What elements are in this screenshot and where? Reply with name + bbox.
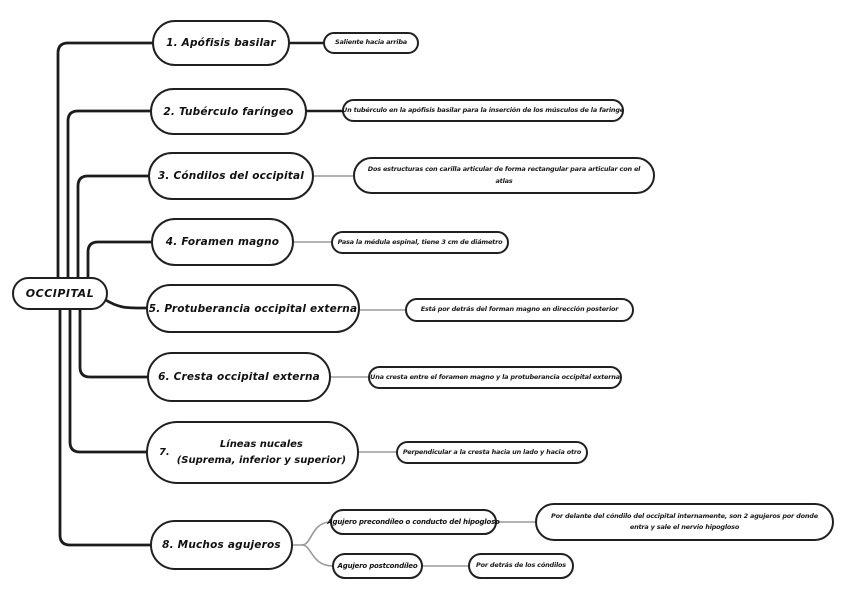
node-agujero-precondileo: Agujero precondíleo o conducto del hipog… bbox=[327, 509, 500, 535]
detail-agujero-precondileo: Por delante del cóndilo del occipital in… bbox=[535, 503, 834, 541]
connector-root-branch-3 bbox=[76, 174, 152, 294]
node-label: 4. Foramen magno bbox=[165, 236, 280, 248]
detail-cresta-occipital-externa: Una cresta entre el foramen magno y la p… bbox=[368, 366, 622, 389]
detail-text: Dos estructuras con carilla articular de… bbox=[367, 165, 641, 185]
detail-agujero-postcondileo: Por detrás de los cóndilos bbox=[468, 553, 574, 579]
detail-text: Saliente hacia arriba bbox=[335, 38, 407, 47]
node-label: 2. Tubérculo faríngeo bbox=[163, 105, 294, 118]
detail-foramen-magno: Pasa la médula espinal, tiene 3 cm de di… bbox=[331, 231, 509, 254]
node-title: Líneas nucales bbox=[219, 439, 303, 450]
connector-root-branch-2 bbox=[66, 109, 154, 294]
detail-text: Por detrás de los cóndilos bbox=[476, 561, 566, 570]
node-condilos-occipital: 3. Cóndilos del occipital bbox=[148, 152, 314, 200]
node-agujero-postcondileo: Agujero postcondíleo bbox=[332, 553, 423, 579]
node-apofisis-basilar: 1. Apófisis basilar bbox=[152, 20, 290, 66]
detail-text: Está por detrás del forman magno en dire… bbox=[420, 305, 619, 314]
node-protuberancia-occipital-externa: 5. Protuberancia occipital externa bbox=[146, 284, 360, 333]
node-label: 6. Cresta occipital externa bbox=[158, 371, 320, 383]
connector-root-branch-7 bbox=[68, 294, 150, 454]
connector-root-branch-8 bbox=[58, 294, 154, 547]
node-subtitle: (Suprema, inferior y superior) bbox=[176, 454, 347, 466]
detail-condilos-occipital: Dos estructuras con carilla articular de… bbox=[353, 157, 655, 194]
connector-branch8-child2 bbox=[301, 544, 334, 567]
connector-root-branch-1 bbox=[56, 41, 156, 294]
node-label: 8. Muchos agujeros bbox=[162, 539, 281, 551]
connector-root-branch-6 bbox=[78, 294, 151, 379]
detail-lineas-nucales: Perpendicular a la cresta hacia un lado … bbox=[396, 441, 588, 464]
node-label: 3. Cóndilos del occipital bbox=[157, 170, 305, 182]
node-muchos-agujeros: 8. Muchos agujeros bbox=[150, 520, 293, 570]
connector-branch8-child1 bbox=[301, 521, 332, 546]
node-label: Agujero postcondíleo bbox=[337, 562, 418, 570]
detail-text: Un tubérculo en la apófisis basilar para… bbox=[342, 105, 625, 114]
connector-root-branch-4 bbox=[86, 240, 155, 294]
root-label: OCCIPITAL bbox=[25, 287, 95, 300]
node-label: 1. Apófisis basilar bbox=[166, 37, 276, 49]
node-label: Líneas nucales (Suprema, inferior y supe… bbox=[177, 437, 346, 468]
node-label: 5. Protuberancia occipital externa bbox=[148, 302, 358, 315]
connector-root-branch-5 bbox=[102, 297, 150, 310]
node-number: 7. bbox=[158, 447, 170, 458]
lineas-nucales-content: 7. Líneas nucales (Suprema, inferior y s… bbox=[148, 437, 357, 468]
detail-text: Perpendicular a la cresta hacia un lado … bbox=[402, 447, 582, 456]
detail-text: Por delante del cóndilo del occipital in… bbox=[551, 511, 818, 531]
detail-tuberculo-faringeo: Un tubérculo en la apófisis basilar para… bbox=[342, 99, 624, 122]
node-label: Agujero precondíleo o conducto del hipog… bbox=[327, 518, 500, 526]
node-occipital-root: OCCIPITAL bbox=[12, 277, 108, 310]
node-lineas-nucales: 7. Líneas nucales (Suprema, inferior y s… bbox=[146, 421, 359, 484]
node-foramen-magno: 4. Foramen magno bbox=[151, 218, 294, 266]
detail-text: Pasa la médula espinal, tiene 3 cm de di… bbox=[337, 237, 503, 246]
detail-protuberancia-occipital-externa: Está por detrás del forman magno en dire… bbox=[405, 298, 634, 322]
node-tuberculo-faringeo: 2. Tubérculo faríngeo bbox=[150, 88, 307, 135]
detail-text: Una cresta entre el foramen magno y la p… bbox=[370, 372, 620, 381]
node-cresta-occipital-externa: 6. Cresta occipital externa bbox=[147, 352, 331, 402]
detail-apofisis-basilar: Saliente hacia arriba bbox=[323, 32, 419, 54]
